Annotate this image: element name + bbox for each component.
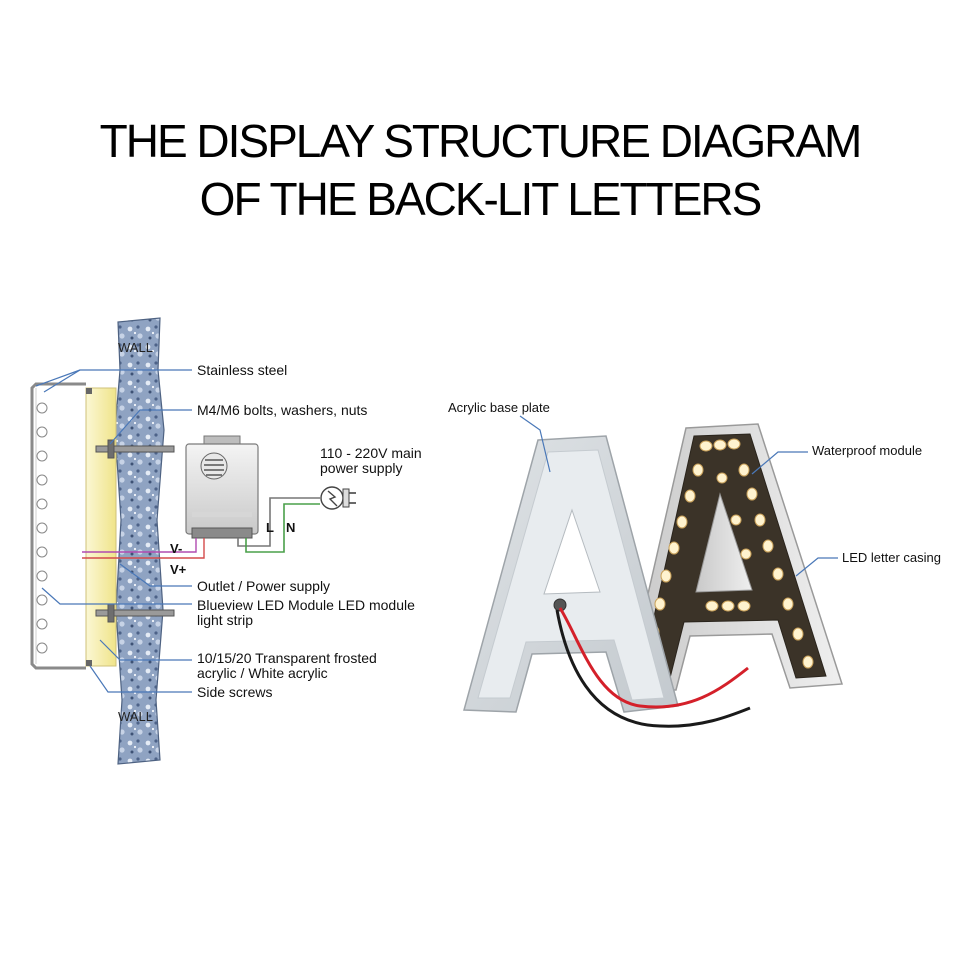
- callout-acrylic-line-2: acrylic / White acrylic: [197, 665, 328, 681]
- wall-label-bottom: WALL: [118, 709, 153, 724]
- callout-waterproof-module: Waterproof module: [812, 443, 922, 458]
- wire-n: [245, 503, 320, 553]
- leader-lines-right: [519, 415, 838, 577]
- callout-led-letter-casing: LED letter casing: [842, 550, 941, 565]
- acrylic-panel: [85, 387, 117, 667]
- wire-label-v-minus: V-: [170, 541, 182, 556]
- letter-a-acrylic: [463, 435, 679, 713]
- leader-lines-left: [35, 369, 192, 693]
- callout-module-line-1: Blueview LED Module LED module: [197, 597, 415, 613]
- callout-stainless-steel: Stainless steel: [197, 362, 287, 378]
- callout-acrylic-base-plate: Acrylic base plate: [448, 400, 550, 415]
- callout-acrylic-line-1: 10/15/20 Transparent frosted: [197, 650, 377, 666]
- callout-mains-line-1: 110 - 220V main: [320, 445, 422, 461]
- wire-l: [237, 497, 320, 547]
- wall-label-top: WALL: [118, 340, 153, 355]
- right-letters-diagram: Acrylic base plate Waterproof module LED…: [448, 400, 941, 728]
- power-supply-unit: [185, 435, 259, 539]
- bolt-top: [95, 439, 175, 459]
- cable-red: [558, 607, 749, 709]
- callout-mains-line-2: power supply: [320, 460, 403, 476]
- callout-outlet: Outlet / Power supply: [197, 578, 330, 594]
- wire-label-v-plus: V+: [170, 562, 187, 577]
- power-plug-icon: [320, 486, 356, 510]
- wire-label-l: L: [266, 520, 274, 535]
- wall: [114, 317, 165, 765]
- left-structure-diagram: WALL WALL V- V+ L N Stainless steel M4/M…: [30, 317, 422, 765]
- wire-v-plus: [82, 538, 205, 559]
- letter-a-casing: [625, 423, 844, 691]
- letter-casing-section: [30, 382, 86, 670]
- callout-module-line-2: light strip: [197, 612, 253, 628]
- wire-v-minus: [82, 538, 197, 553]
- bolt-bottom: [95, 603, 175, 623]
- wire-label-n: N: [286, 520, 295, 535]
- title-line-1: THE DISPLAY STRUCTURE DIAGRAM: [99, 115, 863, 167]
- cable-black: [555, 609, 751, 728]
- callout-bolts: M4/M6 bolts, washers, nuts: [197, 402, 367, 418]
- led-beads: [36, 402, 48, 654]
- callout-side-screws: Side screws: [197, 684, 272, 700]
- title-line-2: OF THE BACK-LIT LETTERS: [199, 173, 763, 225]
